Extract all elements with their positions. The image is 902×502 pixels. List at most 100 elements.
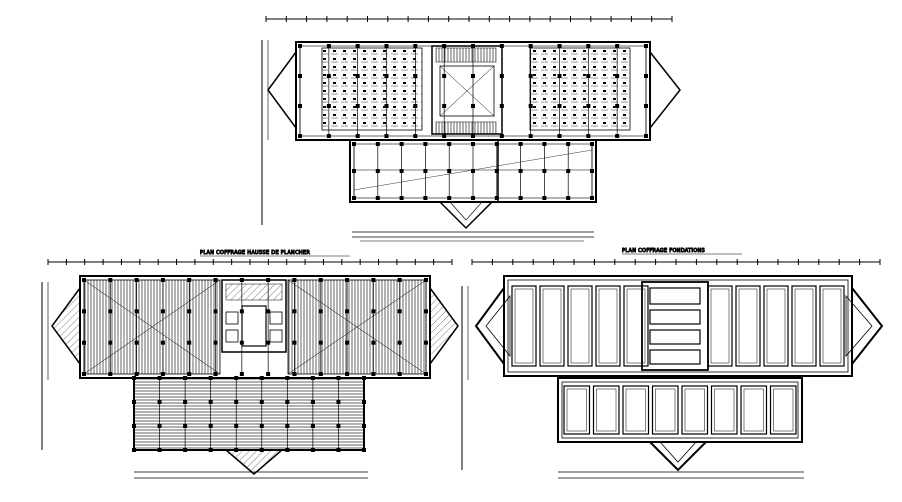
column-marker	[298, 134, 302, 138]
footing-cell	[819, 285, 845, 367]
column-marker	[471, 196, 475, 200]
column-marker	[615, 74, 620, 78]
column-marker	[494, 142, 499, 146]
footing-cell-inner	[625, 388, 646, 432]
column-marker	[352, 142, 356, 146]
column-marker	[355, 104, 360, 108]
column-marker	[259, 424, 264, 428]
column-marker	[397, 372, 402, 376]
column-marker	[615, 104, 620, 108]
column-marker	[355, 44, 360, 48]
footing-cell	[791, 285, 817, 367]
column-marker	[157, 400, 162, 404]
column-marker	[239, 340, 244, 345]
footing-cell	[567, 285, 593, 367]
column-marker	[384, 44, 389, 48]
column-marker	[326, 104, 331, 108]
column-marker	[566, 142, 571, 146]
dimension-line-br-top	[471, 259, 881, 265]
dimension-line-br-left	[461, 286, 469, 470]
column-marker	[644, 134, 648, 138]
column-marker	[108, 340, 113, 345]
column-marker	[375, 142, 380, 146]
column-marker	[318, 340, 323, 345]
column-marker	[528, 74, 533, 78]
column-marker	[134, 372, 139, 376]
footing-cell-inner	[542, 288, 562, 364]
footing-cell-inner	[822, 288, 842, 364]
column-marker	[499, 44, 504, 48]
column-marker	[471, 44, 475, 48]
column-marker	[132, 424, 136, 428]
column-marker	[234, 448, 239, 452]
column-marker	[442, 74, 447, 78]
footing-cell	[622, 385, 650, 435]
column-marker	[82, 372, 86, 376]
column-marker	[375, 169, 380, 173]
column-marker	[134, 278, 139, 282]
column-marker	[471, 169, 475, 173]
column-marker	[423, 142, 428, 146]
column-marker	[371, 278, 376, 282]
column-marker	[82, 340, 86, 345]
column-marker	[310, 400, 315, 404]
column-marker	[239, 372, 244, 376]
column-marker	[298, 74, 302, 78]
footing-cell-inner	[714, 388, 735, 432]
column-marker	[557, 74, 562, 78]
footing-cell-inner	[773, 388, 794, 432]
column-marker	[542, 142, 547, 146]
column-marker	[362, 376, 366, 380]
footing-cell	[651, 385, 679, 435]
column-marker	[292, 309, 297, 314]
column-marker	[397, 278, 402, 282]
column-marker	[471, 142, 475, 146]
column-marker	[362, 424, 366, 428]
plan-top	[261, 16, 681, 242]
footing-cell-inner	[710, 288, 730, 364]
column-marker	[399, 169, 404, 173]
column-marker	[424, 340, 428, 345]
footing-cell	[735, 285, 761, 367]
column-marker	[82, 309, 86, 314]
column-marker	[471, 134, 475, 138]
column-marker	[528, 104, 533, 108]
column-marker	[266, 340, 271, 345]
column-marker	[259, 448, 264, 452]
column-marker	[160, 372, 165, 376]
plan-title-bottom-right: PLAN COFFRAGE FONDATIONS	[622, 248, 705, 254]
column-marker	[208, 448, 213, 452]
column-marker	[160, 278, 165, 282]
footing-cell-inner	[570, 288, 590, 364]
column-marker	[371, 372, 376, 376]
column-marker	[108, 372, 113, 376]
footing-cell-inner	[684, 388, 705, 432]
column-marker	[345, 372, 350, 376]
column-marker	[362, 400, 366, 404]
footing-cell-inner	[598, 288, 618, 364]
column-marker	[318, 372, 323, 376]
dimension-line-bl-bottom	[134, 471, 368, 479]
column-marker	[518, 196, 523, 200]
footing-cell-inner	[596, 388, 617, 432]
column-marker	[234, 376, 239, 380]
column-marker	[187, 340, 192, 345]
column-marker	[132, 376, 136, 380]
footing-cell	[563, 385, 591, 435]
column-marker	[375, 196, 380, 200]
footing-cell	[592, 385, 620, 435]
column-marker	[345, 309, 350, 314]
plan-title-bottom-left: PLAN COFFRAGE HAUSSE DE PLANCHER	[200, 250, 310, 256]
footing-cell-inner	[743, 388, 764, 432]
column-marker	[471, 104, 475, 108]
column-marker	[499, 134, 504, 138]
footing-cell	[763, 285, 789, 367]
column-marker	[298, 104, 302, 108]
column-marker	[336, 376, 341, 380]
br-upper-block	[503, 275, 853, 377]
column-marker	[384, 74, 389, 78]
column-marker	[160, 309, 165, 314]
column-marker	[586, 134, 591, 138]
column-marker	[187, 372, 192, 376]
